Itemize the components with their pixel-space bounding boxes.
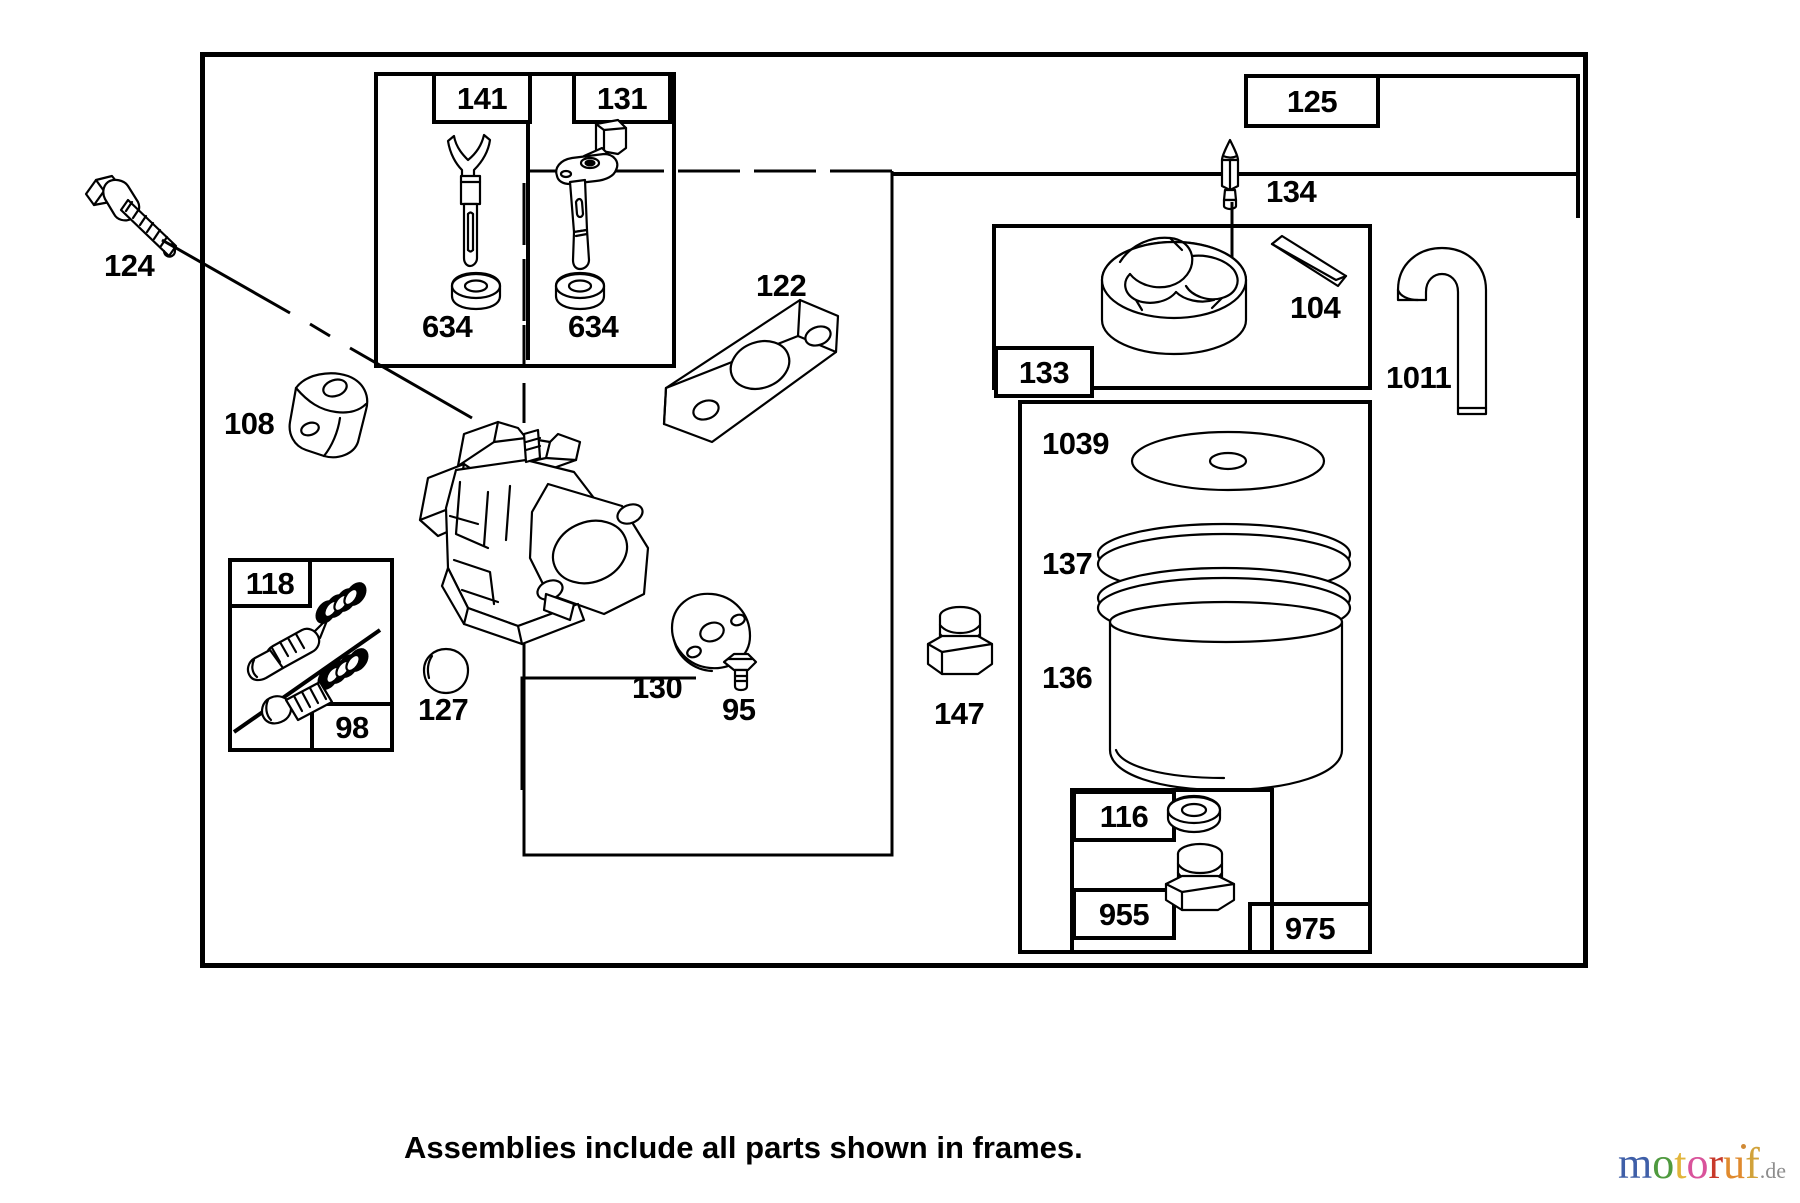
logo-suffix: .de bbox=[1759, 1158, 1787, 1183]
part-fuel-hose-1011 bbox=[1396, 246, 1488, 416]
part-idle-speed-screw-98 bbox=[260, 680, 334, 725]
logo-letter-o2: o bbox=[1686, 1139, 1709, 1188]
callout-127: 127 bbox=[418, 692, 469, 727]
diagram-caption: Assemblies include all parts shown in fr… bbox=[404, 1130, 1083, 1165]
callout-130: 130 bbox=[632, 670, 683, 705]
frame-118-98-divider bbox=[232, 628, 382, 734]
callout-133: 133 bbox=[994, 346, 1094, 398]
callout-634-right: 634 bbox=[568, 309, 619, 344]
frame-141-131-divider bbox=[526, 72, 530, 360]
part-drain-plug-955 bbox=[1164, 842, 1236, 912]
part-throttle-plate-130 bbox=[670, 592, 752, 673]
part-throttle-bracket-108 bbox=[288, 372, 369, 459]
part-throttle-shaft-screw-124 bbox=[84, 174, 178, 258]
logo-letter-r: r bbox=[1708, 1139, 1724, 1188]
logo-letter-f: f bbox=[1745, 1139, 1760, 1188]
part-seal-washer-634-right bbox=[554, 271, 606, 311]
part-carburetor-body bbox=[418, 420, 650, 646]
callout-134: 134 bbox=[1266, 174, 1317, 209]
callout-141: 141 bbox=[432, 72, 532, 124]
part-choke-shaft-141 bbox=[446, 133, 492, 268]
part-float-133 bbox=[1100, 236, 1248, 356]
leader-line-130 bbox=[520, 676, 696, 790]
logo-letter-u: u bbox=[1723, 1139, 1746, 1188]
callout-1039: 1039 bbox=[1042, 426, 1109, 461]
frame-133 bbox=[992, 224, 1372, 390]
callout-125: 125 bbox=[1244, 74, 1380, 128]
logo-letter-t: t bbox=[1674, 1139, 1687, 1188]
callout-98: 98 bbox=[310, 702, 394, 752]
callout-118: 118 bbox=[228, 558, 312, 608]
part-float-hinge-pin-104 bbox=[1270, 234, 1348, 288]
callout-95: 95 bbox=[722, 692, 756, 727]
callout-634-left: 634 bbox=[422, 309, 473, 344]
part-spring-98 bbox=[317, 648, 369, 690]
callout-122: 122 bbox=[756, 268, 807, 303]
part-float-bowl-136 bbox=[1108, 600, 1344, 792]
callout-136: 136 bbox=[1042, 660, 1093, 695]
part-bowl-gasket-1039 bbox=[1130, 430, 1326, 492]
part-bowl-nut-147 bbox=[926, 605, 994, 676]
callout-108: 108 bbox=[224, 406, 275, 441]
part-carburetor-spacer-122 bbox=[662, 298, 840, 444]
callout-147: 147 bbox=[934, 696, 985, 731]
motoruf-logo: motoruf.de bbox=[1618, 1142, 1786, 1186]
logo-letter-m: m bbox=[1618, 1139, 1653, 1188]
leader-line-124 bbox=[161, 238, 473, 420]
callout-116: 116 bbox=[1072, 790, 1176, 842]
part-seal-washer-634-left bbox=[450, 271, 502, 311]
callout-975: 975 bbox=[1248, 902, 1372, 954]
callout-955: 955 bbox=[1072, 888, 1176, 940]
part-idle-mixture-needle-118 bbox=[246, 616, 330, 682]
part-throttle-plate-screw-95 bbox=[722, 652, 758, 692]
part-spring-118 bbox=[315, 582, 367, 624]
frame-125-outline bbox=[1342, 74, 1580, 218]
callout-137: 137 bbox=[1042, 546, 1093, 581]
callout-1011: 1011 bbox=[1386, 360, 1452, 395]
callout-124: 124 bbox=[104, 248, 155, 283]
part-welch-plug-127 bbox=[422, 647, 470, 695]
logo-accent-dot bbox=[1741, 1144, 1746, 1149]
callout-131: 131 bbox=[572, 72, 672, 124]
part-inlet-needle-134 bbox=[1220, 138, 1240, 211]
logo-letter-o1: o bbox=[1652, 1139, 1675, 1188]
part-throttle-shaft-lever-131 bbox=[555, 118, 628, 271]
callout-104: 104 bbox=[1290, 290, 1341, 325]
part-bowl-nut-gasket-116 bbox=[1166, 794, 1222, 834]
